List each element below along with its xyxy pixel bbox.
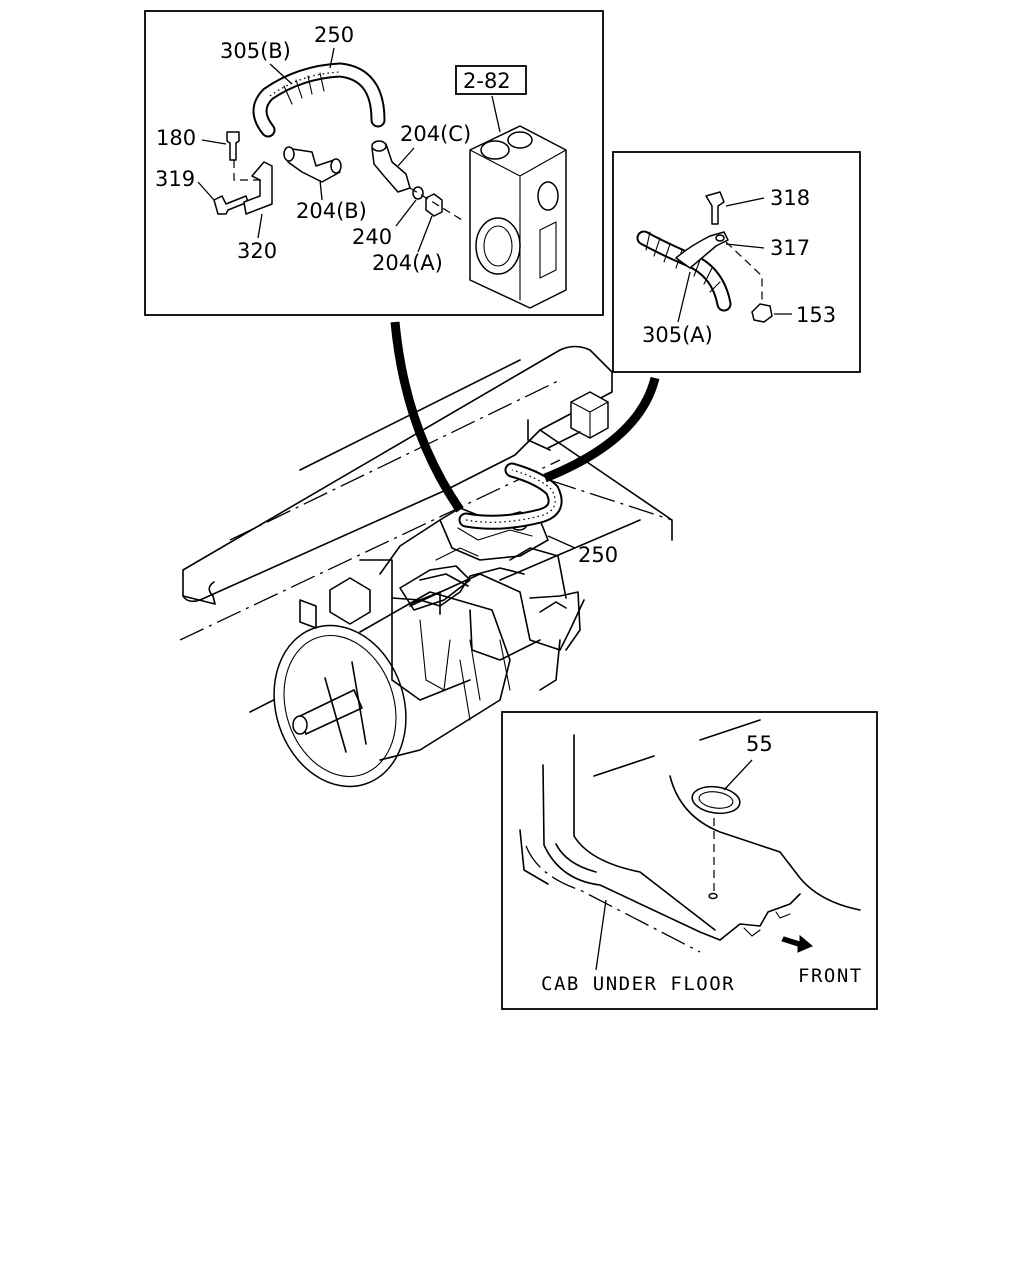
nut-153 xyxy=(751,303,773,323)
callout-250-top: 250 xyxy=(314,23,354,47)
main-assembly xyxy=(179,345,673,788)
leader-arrow-left-box xyxy=(390,321,464,513)
callout-204a: 204(A) xyxy=(372,251,443,275)
clamp-317 xyxy=(675,231,729,269)
leader-arrow-right-box xyxy=(543,376,660,483)
callout-2-82: 2-82 xyxy=(463,69,511,93)
valve-body-2-82 xyxy=(469,125,567,309)
detail-box-a: 2-82 250 305(B) 180 319 204(C) 204(B) 24… xyxy=(144,10,604,316)
detail-box-b-frame xyxy=(612,151,861,373)
callout-305a: 305(A) xyxy=(642,323,713,347)
callout-240: 240 xyxy=(352,225,392,249)
callout-180: 180 xyxy=(156,126,196,150)
ref-box-2-82 xyxy=(455,65,527,95)
bell-housing xyxy=(273,624,407,788)
bolt-180 xyxy=(226,131,240,161)
callout-305b: 305(B) xyxy=(220,39,291,63)
callout-318: 318 xyxy=(770,186,810,210)
callout-320: 320 xyxy=(237,239,277,263)
callout-250-main: 250 xyxy=(578,543,618,567)
front-arrow-icon xyxy=(781,934,813,953)
bolt-318 xyxy=(705,191,725,225)
callout-204c: 204(C) xyxy=(400,122,471,146)
callout-153: 153 xyxy=(796,303,836,327)
callout-319: 319 xyxy=(155,167,195,191)
detail-box-c: 55 FRONT CAB UNDER FLOOR xyxy=(501,711,878,1010)
detail-box-c-frame xyxy=(501,711,878,1010)
cab-under-floor-label: CAB UNDER FLOOR xyxy=(541,973,735,995)
detail-box-b: 318 317 305(A) 153 xyxy=(612,151,861,373)
front-label: FRONT xyxy=(798,965,863,987)
washer-240 xyxy=(412,186,424,200)
callout-317: 317 xyxy=(770,236,810,260)
callout-55: 55 xyxy=(746,732,773,756)
callout-204b: 204(B) xyxy=(296,199,367,223)
nut-204a xyxy=(425,193,443,217)
transmission xyxy=(273,507,585,788)
bracket-320 xyxy=(243,161,273,215)
tee-fitting-204b xyxy=(285,147,341,183)
